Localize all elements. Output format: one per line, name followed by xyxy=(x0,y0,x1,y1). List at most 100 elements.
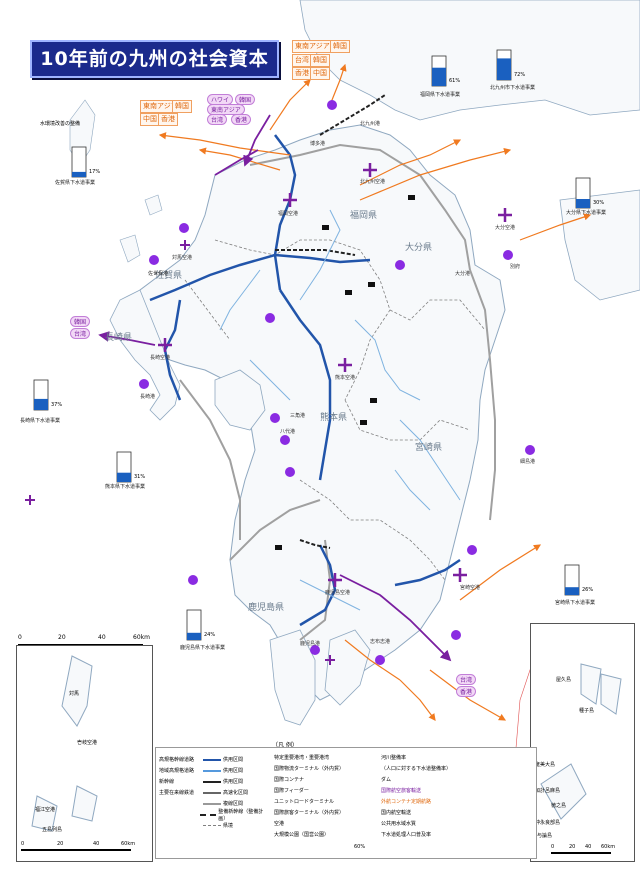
inset-left-scale-20: 20 xyxy=(57,841,64,847)
airport-tsushima xyxy=(180,240,190,250)
inset-right-okinoerabu: 沖永良部島 xyxy=(535,820,561,826)
amakusa-islands xyxy=(214,369,266,431)
inset-right-scale-0: 0 xyxy=(551,844,555,850)
label-fukuoka: 福岡県 xyxy=(350,211,378,221)
sewer-pct-fukuoka: 61% xyxy=(449,78,460,84)
inset-right-scale: 0 20 40 60km xyxy=(551,844,631,854)
airport-miyazaki xyxy=(453,568,467,582)
inset-right-yakushima: 屋久島 xyxy=(556,677,572,683)
sewer-pct-nagasaki: 37% xyxy=(51,402,62,408)
legend-swatch-lgrey xyxy=(203,802,221,805)
sewer-level-nagasaki xyxy=(34,398,48,410)
sewer-pct-kagoshima: 24% xyxy=(204,632,215,638)
legend-right-4: 外航コンテナ定期航路 xyxy=(381,799,432,805)
legend-left-1-sub: 供用区間 xyxy=(223,768,244,774)
tag-china-1: 中国 xyxy=(310,67,330,80)
inset-right-tokunoshima: 徳之島 xyxy=(551,803,567,809)
sewer-label-kitakyushu: 北九州市下水道事業 xyxy=(490,85,536,91)
legend-left-0-sub: 供用区間 xyxy=(223,757,244,763)
tag-sea-1: 東南アジア xyxy=(292,40,333,53)
sewer-level-fukuoka xyxy=(432,67,446,86)
map-title-text: 10年前の九州の社会資本整備 xyxy=(40,48,269,104)
legend-mid-0: 特定重要港湾・重要港湾 xyxy=(274,755,330,761)
label-kagoshima-port: 鹿児島港 xyxy=(300,641,321,647)
inset-right-yoron: 与論島 xyxy=(537,833,553,839)
legend-mid-1: 国際物流ターミナル（外内貿） xyxy=(274,766,345,772)
inset-right-scale-20: 20 xyxy=(569,844,576,850)
inset-right-scale-60: 60km xyxy=(601,844,616,850)
legend-left-1-label: 地域高規格道路 xyxy=(159,768,195,774)
legend-right-7: 下水道処理人口普及率 xyxy=(381,832,432,838)
scale-tick-60: 60km xyxy=(133,634,150,641)
label-beppu: 別府 xyxy=(510,264,521,270)
label-oita-airport: 大分空港 xyxy=(495,225,516,231)
sewer-label-nagasaki: 長崎県下水道事業 xyxy=(20,418,61,424)
tag-hongkong-2: 香港 xyxy=(158,113,178,126)
label-nagasaki-port: 長崎港 xyxy=(140,394,156,400)
legend-swatch-black xyxy=(203,780,221,783)
label-miyazaki: 宮崎県 xyxy=(415,443,443,453)
label-kitakyushu-airport: 北九州空港 xyxy=(360,179,386,185)
sewer-level-miyazaki xyxy=(565,587,579,595)
legend-right-1: （人口に対する下水道整備率） xyxy=(381,766,452,772)
sewer-level-kitakyushu xyxy=(497,58,511,80)
label-kumamoto-airport: 熊本空港 xyxy=(335,375,356,381)
sewer-level-saga xyxy=(72,171,86,177)
sewer-cylinders: 61%72%30%17%37%31%26%24% xyxy=(33,49,604,641)
legend-left-2-label: 新幹線 xyxy=(159,779,175,785)
label-kumamoto: 熊本県 xyxy=(320,413,348,423)
tag-sea-2: 東南アジア xyxy=(140,100,181,113)
legend-mid-2: 国際コンテナ xyxy=(274,777,305,783)
tag-korea-3: 韓国 xyxy=(172,100,192,113)
shinkansen-lines xyxy=(275,94,386,549)
legend-right-5: 国内航空輸送 xyxy=(381,810,412,816)
oval-korea: 韓国 xyxy=(235,94,256,105)
label-tsushima-airport: 対馬空港 xyxy=(172,255,193,261)
iki-island xyxy=(144,194,163,216)
tag-china-2: 中国 xyxy=(140,113,160,126)
inset-left-scale-40: 40 xyxy=(93,841,100,847)
legend: 高規格幹線道路供用区間 地域高規格道路供用区間 新幹線供用区間 主要在来線鉄道高… xyxy=(155,747,537,859)
legend-row: 新幹線供用区間 xyxy=(159,776,269,787)
legend-pct: 60% xyxy=(354,844,366,850)
oval-west-taiwan: 台湾 xyxy=(70,328,91,339)
label-miyazaki-airport: 宮崎空港 xyxy=(460,585,481,591)
sewer-pct-kumamoto: 31% xyxy=(134,474,145,480)
legend-left-6-sub: 県境 xyxy=(223,823,234,829)
label-hakata-port: 博多港 xyxy=(310,141,326,147)
inset-left-scale-60: 60km xyxy=(121,841,136,847)
inset-right-map xyxy=(540,663,622,820)
airport-nagasaki xyxy=(158,338,172,352)
inset-right-tanegashima: 種子島 xyxy=(579,708,595,714)
label-oita: 大分県 xyxy=(405,243,433,253)
shikoku-landmass xyxy=(559,189,640,301)
label-oita-port: 大分港 xyxy=(455,271,471,277)
legend-mid-7: 大規模公園（国営公園） xyxy=(274,832,330,838)
label-kagoshima-airport: 鹿児島空港 xyxy=(325,590,351,596)
airport-kitakyushu xyxy=(363,163,377,177)
legend-right-3: 国際航空旅客輸送 xyxy=(381,788,422,794)
inset-right-amami: 奄美大島 xyxy=(535,762,556,768)
label-nagasaki: 長崎県 xyxy=(105,333,133,343)
airport-oita xyxy=(498,208,512,222)
label-sasebo: 佐世保港 xyxy=(148,271,169,277)
sewer-level-kumamoto xyxy=(117,472,131,482)
sewer-label-fukuoka: 福岡県下水道事業 xyxy=(420,92,461,98)
dams xyxy=(275,195,415,550)
legend-row: 地域高規格道路 供用区間 xyxy=(159,765,269,776)
inset-left-iki-airport: 壱岐空港 xyxy=(77,740,98,746)
label-kagoshima: 鹿児島県 xyxy=(248,603,285,613)
inset-left-scale-0: 0 xyxy=(21,841,25,847)
oval-west-korea: 韓国 xyxy=(70,316,91,327)
airport-kagoshima xyxy=(328,573,342,587)
osumi-peninsula xyxy=(324,629,371,706)
label-hososhima: 細島港 xyxy=(520,459,536,465)
inset-right-scale-40: 40 xyxy=(585,844,592,850)
airports xyxy=(25,163,512,665)
sewer-pct-saga: 17% xyxy=(89,169,100,175)
sewer-level-kagoshima xyxy=(187,632,201,640)
scale-tick-40: 40 xyxy=(98,634,106,641)
inset-left-islands: 対馬 壱岐空港 福江空港 五島列島 0 20 40 60km xyxy=(16,645,153,862)
label-fukuoka-airport: 福岡空港 xyxy=(278,211,299,217)
legend-left-3-sub: 高速化区間 xyxy=(223,790,249,796)
